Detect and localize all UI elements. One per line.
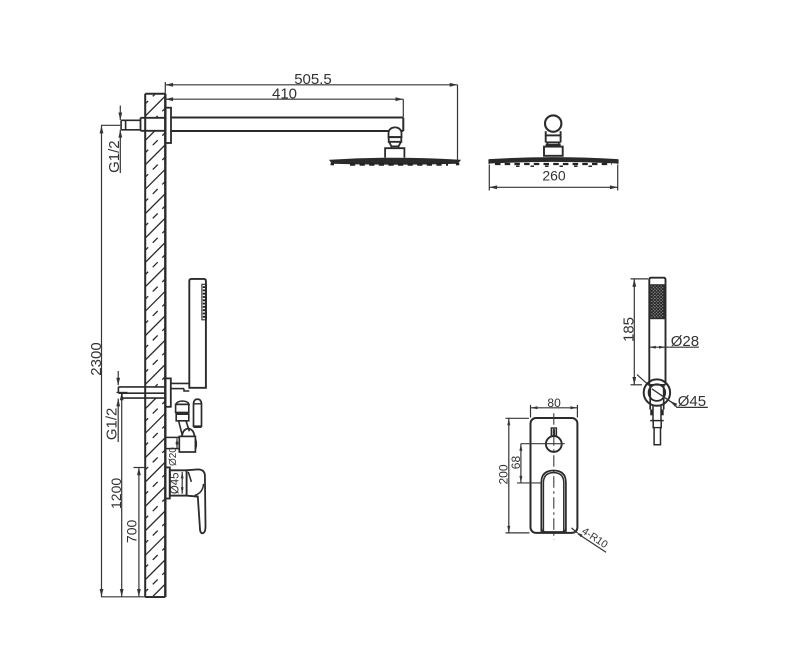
svg-text:Ø20: Ø20 [168,447,179,466]
svg-text:Ø45: Ø45 [678,393,706,410]
svg-text:185: 185 [621,317,638,342]
svg-text:Ø28: Ø28 [671,333,699,350]
svg-text:200: 200 [497,464,511,484]
svg-text:80: 80 [547,396,561,410]
svg-text:2300: 2300 [88,342,105,375]
svg-text:410: 410 [272,85,297,102]
svg-text:505.5: 505.5 [294,71,332,88]
svg-text:68: 68 [509,456,523,470]
svg-text:Ø45: Ø45 [170,472,182,494]
svg-text:700: 700 [124,520,140,544]
svg-text:G1/2: G1/2 [106,140,123,173]
svg-text:260: 260 [542,167,566,183]
svg-text:1200: 1200 [108,478,124,509]
svg-text:G1/2: G1/2 [104,408,121,441]
